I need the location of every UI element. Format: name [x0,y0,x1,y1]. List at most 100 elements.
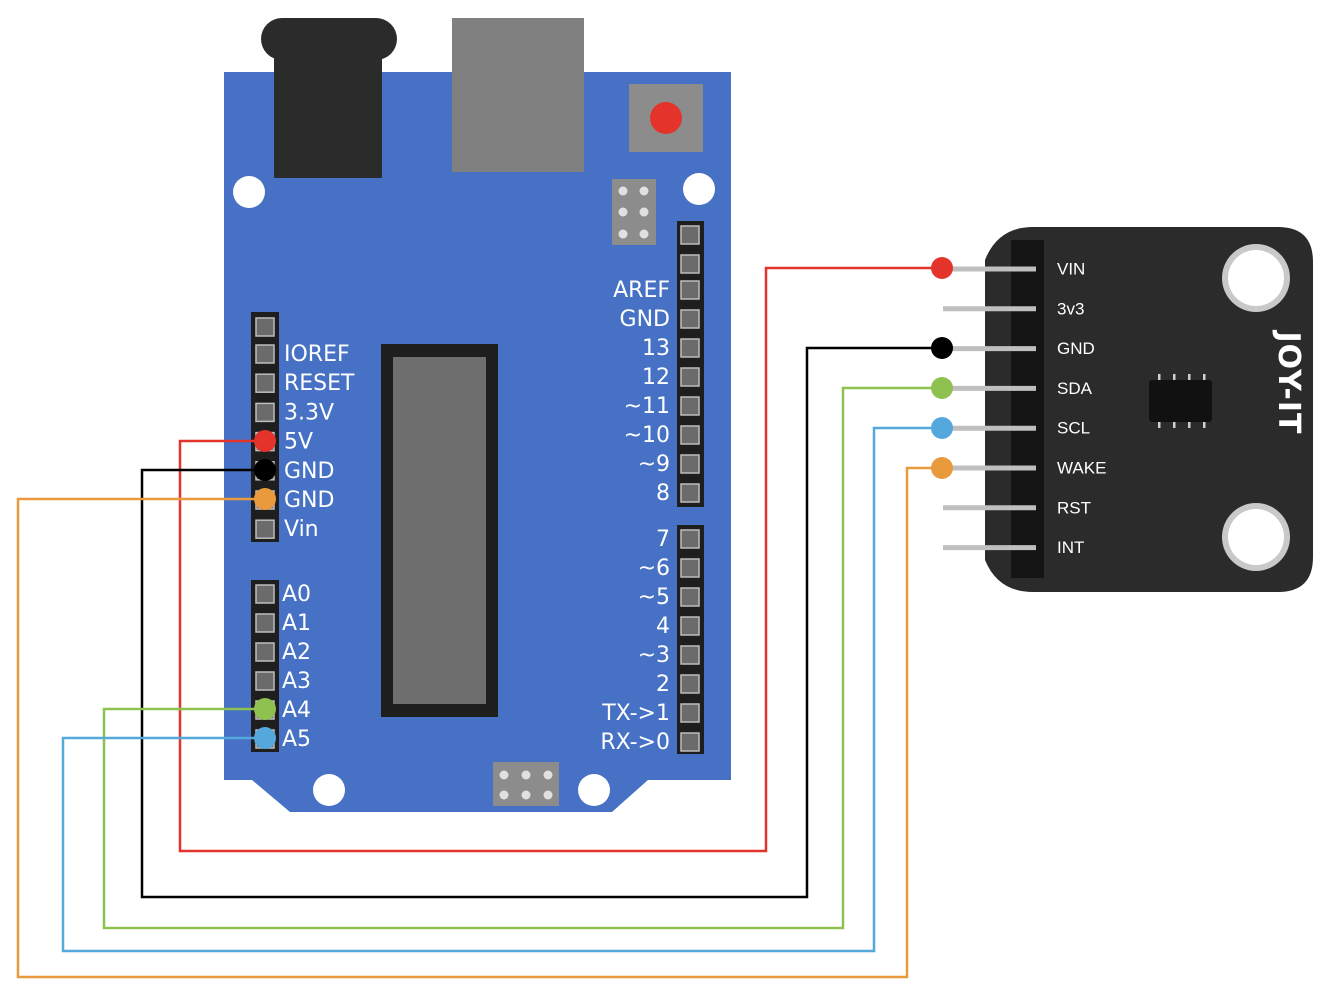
header-pin [680,616,700,636]
power-pin-label: IOREF [284,342,350,367]
wire-end-dot [254,698,276,720]
analog-pin-label: A1 [282,611,311,636]
joy-it-logo: JOY-IT [1271,330,1306,435]
header-pin [255,613,275,633]
wire-blue-a5-scl [61,426,942,953]
wire-end-dot [254,459,276,481]
digital-pin-label: 4 [656,614,670,639]
header-pin [680,558,700,578]
digital-pin-label: 13 [642,336,670,361]
header-pin [680,309,700,329]
sensor-pin-header [1011,240,1044,578]
digital-pin-label: ~9 [638,452,670,477]
wires [16,266,942,979]
mounting-hole [233,176,265,208]
icsp-header-top [612,179,656,245]
header-pin [255,519,275,539]
microcontroller-chip-face [393,357,486,704]
header-pin [680,703,700,723]
header-pin [680,732,700,752]
sensor-pin-label: VIN [1057,259,1085,278]
wire-end-dot [931,377,953,399]
mounting-hole [683,173,715,205]
header-pin [255,402,275,423]
wire-end-dot [254,488,276,510]
header-pin [255,373,275,393]
digital-pin-label: 7 [656,527,670,552]
wire-end-dot [931,337,953,359]
header-pin [255,584,275,604]
sensor-mounting-hole [1228,250,1284,306]
analog-pin-label: A5 [282,727,311,752]
mounting-hole [313,774,345,806]
sensor-pin-label: SDA [1057,379,1093,398]
wire-black-gnd-gnd [140,346,942,899]
header-pin [680,225,700,245]
analog-pin-label: A4 [282,698,311,723]
analog-pin-label: A0 [282,582,311,607]
header-pin [680,280,700,300]
wire-orange-gnd-wake [16,466,942,979]
digital-pin-label: 8 [656,481,670,506]
wire-green-a4-sda [102,386,942,930]
sensor-pin-label: SCL [1057,419,1090,438]
digital-pin-label: ~3 [638,643,670,668]
usb-connector [452,18,584,172]
sensor-chip [1149,374,1212,428]
header-pin [255,671,275,691]
sensor-pin-label: INT [1057,538,1084,557]
sensor-pin-label: WAKE [1057,458,1106,477]
reset-button-cap [650,102,682,134]
header-pin [680,338,700,358]
sensor-pin-label: GND [1057,339,1095,358]
wire-end-dot [931,417,953,439]
analog-pin-label: A3 [282,669,311,694]
wire-end-dot [254,430,276,452]
digital-pin-label: GND [620,307,670,332]
header-pin [680,254,700,274]
header-pin [680,483,700,503]
sensor-pin-label: 3v3 [1057,299,1084,318]
analog-pin-label: A2 [282,640,311,665]
power-pin-label: 3.3V [284,400,334,425]
header-pin [680,367,700,387]
header-pin [680,587,700,607]
digital-pin-label: ~11 [624,394,670,419]
wire-end-dot [931,257,953,279]
digital-pin-label: 12 [642,365,670,390]
power-pin-label: 5V [284,430,313,455]
wire-red-5v-vin [178,266,942,853]
header-pin [680,529,700,549]
digital-pin-label: RX->0 [600,730,670,755]
digital-pin-label: AREF [613,278,670,303]
digital-pin-label: ~6 [638,556,670,581]
icsp-header-bottom [493,762,559,806]
header-pin [680,454,700,474]
digital-pin-label: 2 [656,672,670,697]
digital-pin-label: ~5 [638,585,670,610]
header-pin [680,645,700,665]
wire-end-dot [254,727,276,749]
power-pin-label: Vin [284,517,319,542]
power-pin-label: GND [284,488,334,513]
digital-pins: AREF GND 13 12 ~11 ~10 ~9 8 7 ~6 ~5 4 ~3 2TX->1RX->0 [600,225,700,755]
wire-endpoints [254,257,953,749]
header-pin [680,674,700,694]
header-pin [255,344,275,364]
power-pin-label: RESET [284,371,355,396]
dc-jack-body [274,40,382,178]
digital-pin-label: TX->1 [601,701,670,726]
wire-end-dot [931,457,953,479]
header-pin [255,317,275,337]
power-pin-label: GND [284,459,334,484]
sensor-pin-label: RST [1057,498,1091,517]
analog-header [251,580,279,752]
header-pin [255,642,275,662]
digital-pin-label: ~10 [624,423,670,448]
header-pin [680,425,700,445]
header-pin [680,396,700,416]
